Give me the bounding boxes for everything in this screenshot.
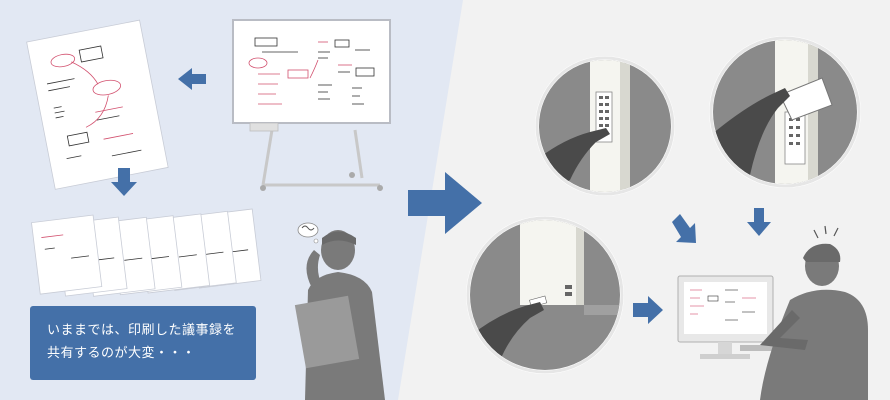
control-panel-scene: [530, 55, 690, 205]
arrow-down-icon-2: [747, 208, 771, 236]
arrow-down-right-icon: [672, 214, 696, 243]
printed-page-stack-icon: [31, 209, 260, 296]
panel-cover-scene: [705, 35, 865, 195]
caption-line-2: 共有するのが大変・・・: [47, 342, 256, 365]
caption-line-1: いままでは、印刷した議事録を: [47, 319, 256, 342]
caption-box: いままでは、印刷した議事録を 共有するのが大変・・・: [30, 306, 256, 380]
surprised-person-silhouette-icon: [760, 226, 868, 400]
arrow-right-icon: [633, 296, 663, 324]
usb-memory-scene: [465, 215, 625, 375]
